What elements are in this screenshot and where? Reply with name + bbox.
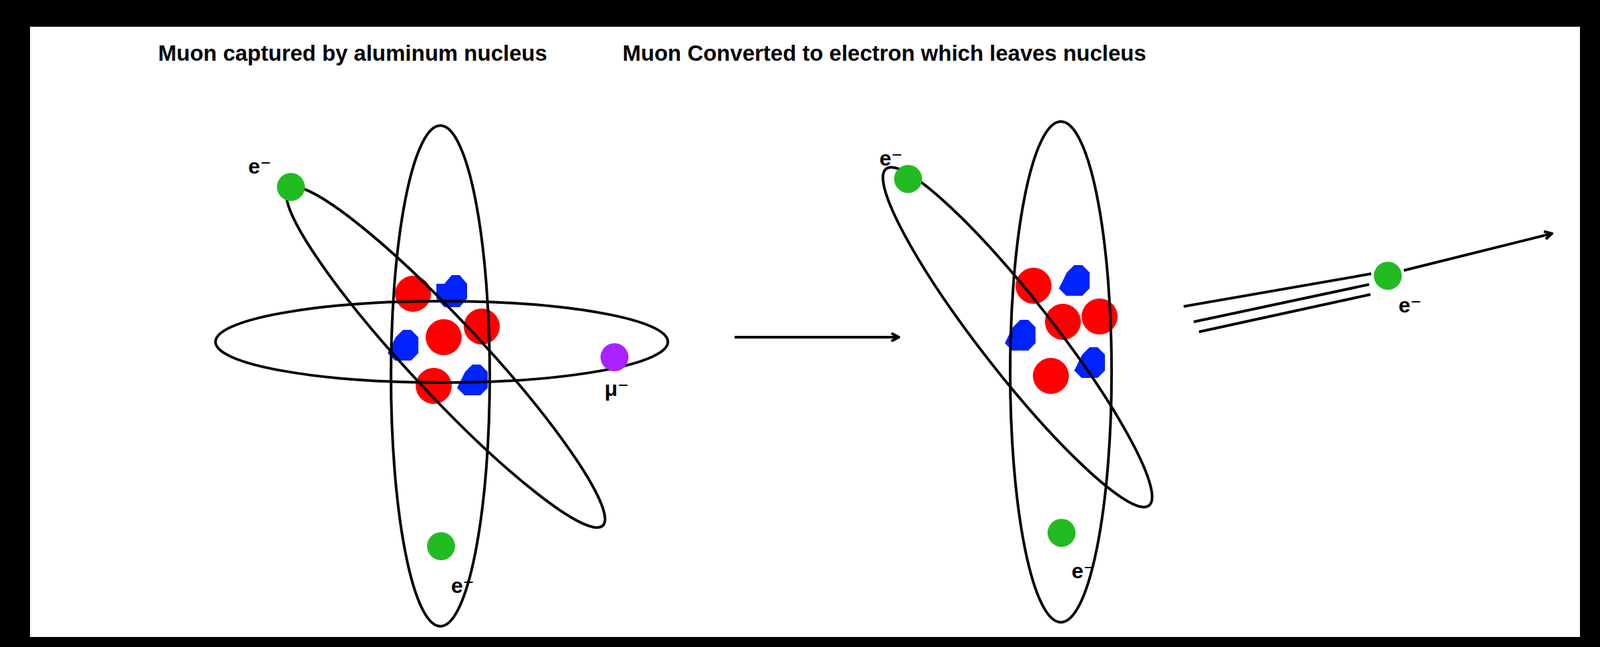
heading: Muon Converted to electron which leaves … bbox=[622, 41, 1147, 66]
orbits-right bbox=[857, 121, 1179, 622]
electron-label: e⁻ bbox=[1398, 293, 1422, 317]
heading: Muon captured by aluminum nucleus bbox=[158, 41, 548, 66]
muon bbox=[600, 342, 629, 371]
electron-label: e⁻ bbox=[879, 146, 903, 171]
transition-arrow bbox=[734, 335, 899, 339]
electron bbox=[427, 531, 456, 560]
white-panel bbox=[30, 26, 1580, 637]
nucleus-left bbox=[387, 274, 500, 404]
electron-label: e⁻ bbox=[248, 154, 272, 179]
electron bbox=[1047, 518, 1076, 547]
motion-arrow bbox=[1403, 233, 1552, 271]
electron-label: e⁻ bbox=[1071, 559, 1095, 583]
speed-lines bbox=[1183, 273, 1372, 332]
electron-label: e⁻ bbox=[451, 573, 475, 598]
muon-label: μ⁻ bbox=[604, 376, 629, 401]
electron bbox=[276, 172, 305, 201]
orbits-left bbox=[215, 125, 668, 626]
ejected-electron bbox=[1373, 261, 1402, 290]
